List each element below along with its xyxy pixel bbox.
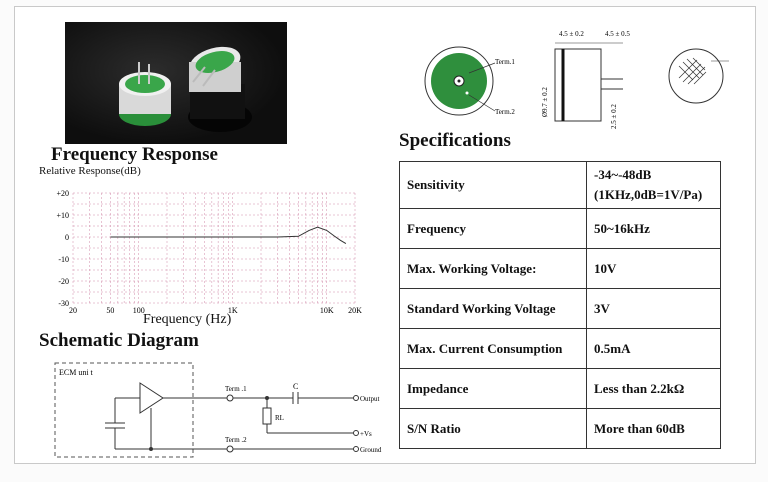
- resistor-label: RL: [275, 414, 284, 422]
- y-axis-label: Relative Response(dB): [39, 165, 141, 177]
- x-tick-label: 50: [106, 306, 114, 315]
- y-tick-label: +20: [56, 189, 69, 198]
- x-tick-label: 20K: [348, 306, 362, 315]
- y-tick-label: -10: [58, 255, 69, 264]
- spec-value: 3V: [586, 288, 721, 329]
- y-tick-label: -20: [58, 277, 69, 286]
- response-curve: [110, 226, 347, 245]
- ecm-unit-label: ECM uni t: [59, 368, 94, 377]
- specifications-table: Sensitivity -34~-48dB (1KHz,0dB=1V/Pa) Fr…: [399, 161, 721, 449]
- x-axis-label: Frequency (Hz): [143, 312, 232, 327]
- output-label: Output: [360, 395, 380, 403]
- front-view: [424, 46, 494, 116]
- diameter-dim: Ø9.7 ± 0.2: [541, 87, 549, 117]
- pin-dim: 2.5 ± 0.2: [610, 104, 618, 129]
- dim-term2-label: Term.2: [495, 108, 515, 116]
- spec-value-line1: -34~-48dB: [594, 167, 652, 182]
- spec-label: S/N Ratio: [399, 408, 587, 449]
- term1-label: Term .1: [225, 385, 247, 393]
- x-tick-label: 20: [69, 306, 77, 315]
- term2-label: Term .2: [225, 436, 247, 444]
- ecm-unit-box: [54, 362, 194, 458]
- x-tick-label: 100: [133, 306, 145, 315]
- table-row: Frequency 50~16kHz: [399, 208, 721, 249]
- spec-value: Less than 2.2kΩ: [586, 368, 721, 409]
- dim-term1-label: Term.1: [495, 58, 515, 66]
- datasheet: Frequency Response Relative Response(dB)…: [14, 6, 756, 464]
- spec-value: 50~16kHz: [586, 208, 721, 249]
- microphone-image: [119, 46, 252, 132]
- table-row: Sensitivity -34~-48dB (1KHz,0dB=1V/Pa): [399, 161, 721, 209]
- spec-label: Sensitivity: [399, 161, 587, 209]
- mesh-icon: [678, 57, 707, 85]
- spec-value-line2: (1KHz,0dB=1V/Pa): [594, 187, 703, 202]
- spec-value: More than 60dB: [586, 408, 721, 449]
- side-view: [554, 48, 602, 122]
- table-row: Max. Current Consumption 0.5mA: [399, 328, 721, 369]
- table-row: Standard Working Voltage 3V: [399, 288, 721, 329]
- product-photo: [65, 22, 287, 144]
- spec-label: Standard Working Voltage: [399, 288, 587, 329]
- x-tick-label: 1K: [228, 306, 238, 315]
- vs-label: +Vs: [360, 430, 372, 438]
- ground-label: Ground: [360, 446, 382, 454]
- spec-label: Max. Working Voltage:: [399, 248, 587, 289]
- table-row: Impedance Less than 2.2kΩ: [399, 368, 721, 409]
- specifications-title: Specifications: [399, 130, 511, 151]
- capacitor-label: C: [293, 382, 298, 391]
- spec-value: -34~-48dB (1KHz,0dB=1V/Pa): [586, 161, 721, 209]
- spec-label: Max. Current Consumption: [399, 328, 587, 369]
- spec-value: 0.5mA: [586, 328, 721, 369]
- x-tick-label: 10K: [320, 306, 334, 315]
- schematic-diagram: ECM uni t Term .1 Term .2 C Output RL +V…: [54, 362, 382, 458]
- spec-label: Frequency: [399, 208, 587, 249]
- y-tick-label: 0: [65, 233, 69, 242]
- y-tick-label: +10: [56, 211, 69, 220]
- table-row: Max. Working Voltage: 10V: [399, 248, 721, 289]
- width2-dim: 4.5 ± 0.5: [605, 30, 630, 38]
- resistor-icon: [262, 407, 272, 425]
- frequency-response-title: Frequency Response: [51, 144, 218, 165]
- spec-value: 10V: [586, 248, 721, 289]
- dimension-drawings: Term.1 Term.2 4.5 ± 0.2 4.5 ± 0.5 Ø9.7 ±…: [424, 30, 729, 129]
- width1-dim: 4.5 ± 0.2: [559, 30, 584, 38]
- back-view: [668, 48, 724, 104]
- schematic-title: Schematic Diagram: [39, 330, 199, 351]
- y-tick-label: -30: [58, 299, 69, 308]
- frequency-response-chart: +20 +10 0 -10 -20 -30 20 50 100 1K 10K 20K: [56, 189, 362, 315]
- table-row: S/N Ratio More than 60dB: [399, 408, 721, 449]
- spec-label: Impedance: [399, 368, 587, 409]
